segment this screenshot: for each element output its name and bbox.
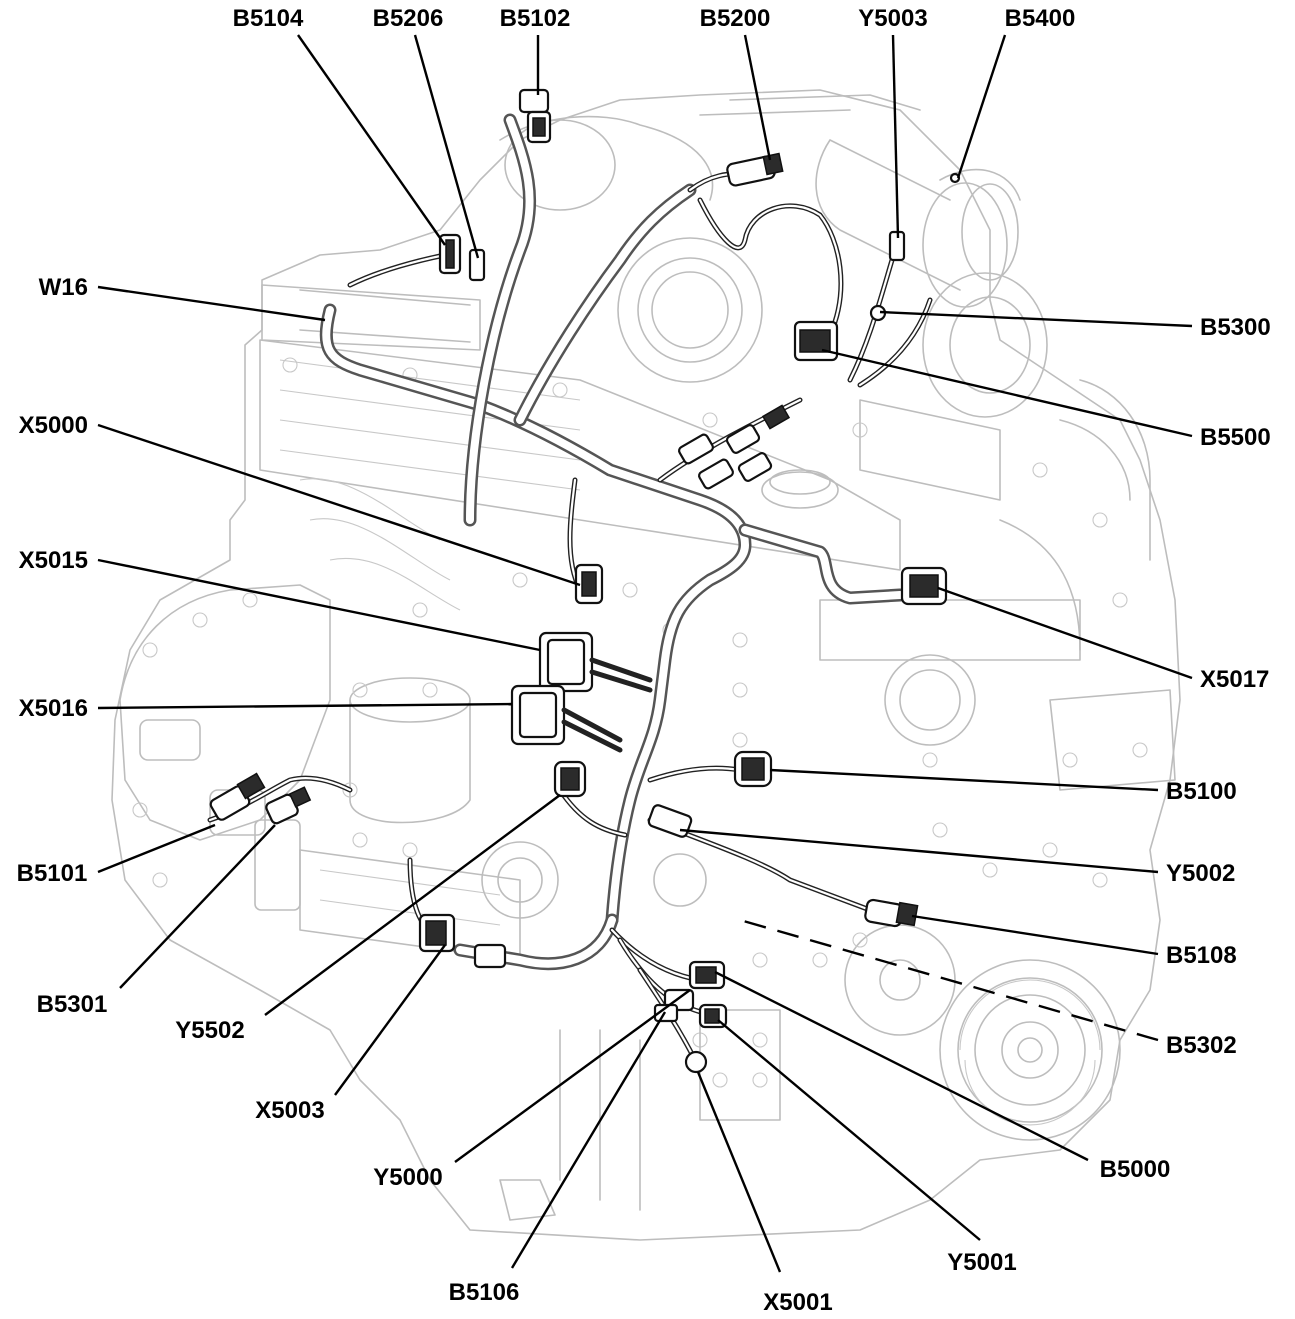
label-w16: W16 <box>39 274 88 301</box>
label-b5302: B5302 <box>1166 1032 1237 1059</box>
connector-x5001 <box>684 1050 708 1074</box>
leader-x5017 <box>937 586 1193 680</box>
sensor-b5301 <box>265 786 312 825</box>
leader-w16 <box>97 285 326 322</box>
leader-b5301 <box>119 824 276 989</box>
label-x5016: X5016 <box>19 695 88 722</box>
connector-x5015 <box>538 631 653 693</box>
sensor-b5500 <box>793 320 839 362</box>
sensor-b5100 <box>733 750 773 788</box>
leader-b5104 <box>297 34 446 246</box>
leader-b5500 <box>821 348 1193 438</box>
label-y5001: Y5001 <box>947 1249 1016 1276</box>
label-b5102: B5102 <box>500 5 571 32</box>
label-b5104: B5104 <box>233 5 304 32</box>
label-b5106: B5106 <box>449 1279 520 1306</box>
leader-b5000 <box>714 970 1089 1162</box>
leader-x5001 <box>696 1071 782 1273</box>
leader-b5100 <box>769 768 1159 792</box>
leader-y5001 <box>717 1019 981 1241</box>
leader-x5016 <box>97 702 513 710</box>
label-x5001: X5001 <box>763 1289 832 1316</box>
connector-x5003 <box>418 913 507 969</box>
label-y5502: Y5502 <box>175 1017 244 1044</box>
leader-b5106 <box>510 1011 667 1269</box>
leader-lines <box>97 34 1193 1273</box>
leader-b5200 <box>743 34 772 161</box>
label-x5015: X5015 <box>19 547 88 574</box>
leader-y5000 <box>454 989 691 1163</box>
cluster-b5000-y5000-y5001 <box>663 960 728 1029</box>
label-x5003: X5003 <box>255 1097 324 1124</box>
label-y5002: Y5002 <box>1166 860 1235 887</box>
leader-b5101 <box>97 823 216 874</box>
connector-x5000 <box>574 563 604 605</box>
connector-x5017 <box>900 566 948 606</box>
label-b5000: B5000 <box>1100 1156 1171 1183</box>
label-b5500: B5500 <box>1200 424 1271 451</box>
sensor-b5102 <box>518 88 552 144</box>
label-b5101: B5101 <box>17 860 88 887</box>
sensor-b5200 <box>726 152 784 187</box>
sensor-b5108 <box>864 898 919 928</box>
leader-y5002 <box>679 828 1159 874</box>
label-x5000: X5000 <box>19 412 88 439</box>
sensor-b5104 <box>438 233 462 275</box>
leader-b5302 <box>739 918 1159 1042</box>
wire-leads <box>207 171 933 1063</box>
label-y5003: Y5003 <box>858 5 927 32</box>
sensor-b5106 <box>653 1003 679 1023</box>
valve-y5502 <box>553 760 587 798</box>
leader-x5003 <box>334 944 446 1096</box>
label-y5000: Y5000 <box>373 1164 442 1191</box>
label-b5301: B5301 <box>37 991 108 1018</box>
leader-x5000 <box>97 423 581 587</box>
label-b5400: B5400 <box>1005 5 1076 32</box>
callout-labels: B5104 B5206 B5102 B5200 Y5003 B5400 W16 … <box>17 5 1271 1316</box>
label-b5100: B5100 <box>1166 778 1237 805</box>
leader-b5108 <box>911 914 1159 956</box>
leader-y5003 <box>891 34 900 239</box>
wiring-harness <box>319 113 907 971</box>
label-b5200: B5200 <box>700 5 771 32</box>
leader-b5400 <box>956 34 1007 179</box>
label-b5108: B5108 <box>1166 942 1237 969</box>
connector-cluster-center <box>678 404 791 490</box>
label-b5300: B5300 <box>1200 314 1271 341</box>
leader-b5206 <box>413 34 480 259</box>
leader-x5015 <box>97 558 541 652</box>
label-x5017: X5017 <box>1200 666 1269 693</box>
leader-b5300 <box>879 310 1193 328</box>
leader-y5502 <box>264 794 561 1016</box>
connector-x5016 <box>510 684 623 753</box>
sensor-b5206 <box>468 248 486 282</box>
engine-drawing <box>111 89 1181 1241</box>
valve-y5002 <box>647 804 693 838</box>
sensor-b5101 <box>209 772 266 821</box>
components <box>209 88 961 1074</box>
label-b5206: B5206 <box>373 5 444 32</box>
